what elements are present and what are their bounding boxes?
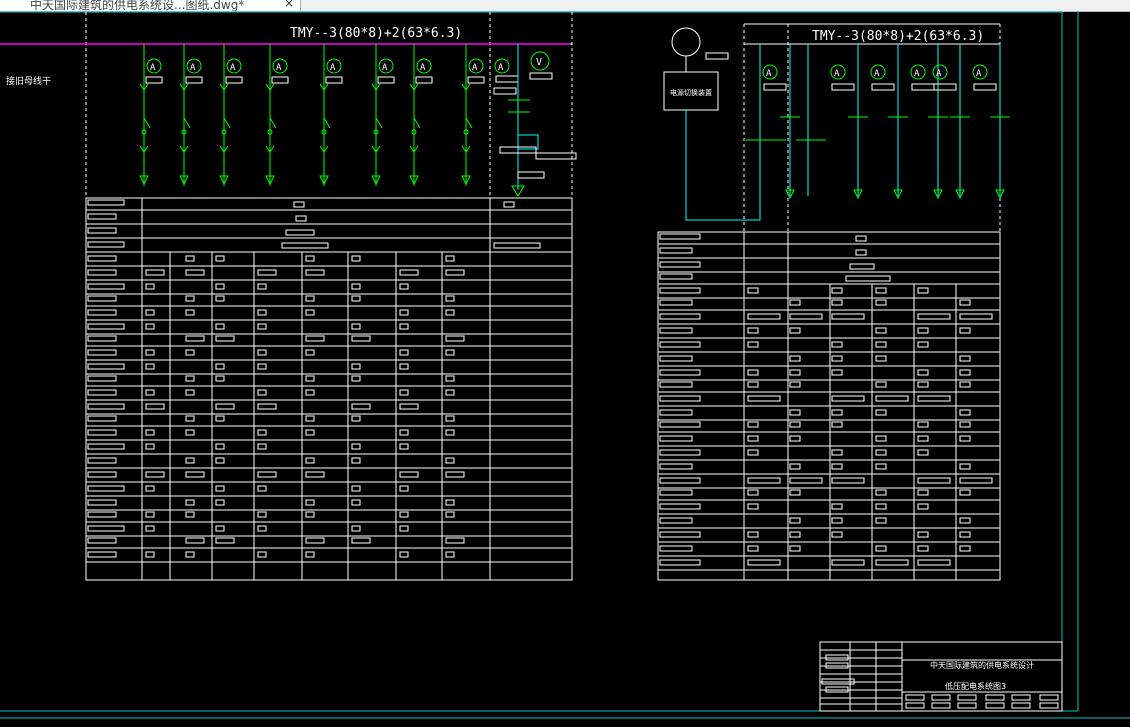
feeder-column: A — [179, 44, 203, 186]
ammeter-label: A — [914, 69, 920, 79]
feeder-column: A — [932, 44, 970, 200]
ammeter-label: A — [190, 63, 196, 73]
right-schedule-table — [657, 231, 1001, 581]
left-schedule-table — [85, 197, 573, 581]
ammeter-label: A — [472, 63, 478, 73]
close-icon[interactable]: × — [284, 0, 295, 10]
feeder-column: A — [461, 44, 485, 186]
feeder-column: A — [870, 44, 908, 200]
left-panel: TMY--3(80*8)+2(63*6.3) 接旧母线干 A A A A A A A A A … — [0, 12, 577, 581]
right-panel: TMY--3(80*8)+2(63*6.3) 电源切换装置 A A A A A A — [657, 23, 1010, 581]
ammeter-label: A — [834, 69, 840, 79]
drawing-svg: TMY--3(80*8)+2(63*6.3) 接旧母线干 A A A A A A A A A … — [0, 11, 1130, 719]
voltmeter-label: V — [536, 57, 542, 68]
feeder-column: A — [219, 44, 243, 186]
drawing-title: 低压配电系统图3 — [945, 681, 1006, 691]
ammeter-label: A — [276, 63, 282, 73]
generator-symbol — [671, 27, 701, 57]
ammeter-label: A — [150, 63, 156, 73]
ammeter-label: A — [936, 69, 942, 79]
ammeter-label: A — [230, 63, 236, 73]
document-tab[interactable]: 中天国际建筑的供电系统设...图纸.dwg* × — [0, 0, 301, 11]
feeder-column: A — [762, 44, 800, 200]
controller-label: 电源切换装置 — [670, 88, 712, 97]
ammeter-label: A — [498, 63, 504, 73]
voltmeter-feeder: A V — [493, 44, 577, 197]
ammeter-label: A — [382, 63, 388, 73]
title-block — [819, 641, 1063, 712]
ammeter-label: A — [766, 69, 772, 79]
feeder-column: A — [371, 44, 395, 186]
tab-title: 中天国际建筑的供电系统设...图纸.dwg* — [30, 0, 245, 12]
left-side-label: 接旧母线干 — [6, 75, 51, 87]
drawing-canvas[interactable]: TMY--3(80*8)+2(63*6.3) 接旧母线干 A A A A A A A A A … — [0, 11, 1130, 727]
feeder-column: A — [910, 44, 948, 200]
right-bus-label: TMY--3(80*8)+2(63*6.3) — [812, 29, 984, 44]
project-title: 中天国际建筑的供电系统设计 — [930, 660, 1034, 670]
feeder-column: A — [972, 44, 1010, 200]
left-bus-label: TMY--3(80*8)+2(63*6.3) — [290, 26, 462, 41]
feeder-column: A — [319, 44, 343, 186]
ammeter-label: A — [420, 63, 426, 73]
feeder-column: A — [830, 44, 868, 200]
feeder-column: A — [139, 44, 163, 186]
feeder-column: A — [265, 44, 289, 186]
ammeter-label: A — [874, 69, 880, 79]
ammeter-label: A — [976, 69, 982, 79]
transfer-switch-box — [663, 71, 719, 111]
ammeter-label: A — [330, 63, 336, 73]
feeder-column: A — [409, 44, 433, 186]
